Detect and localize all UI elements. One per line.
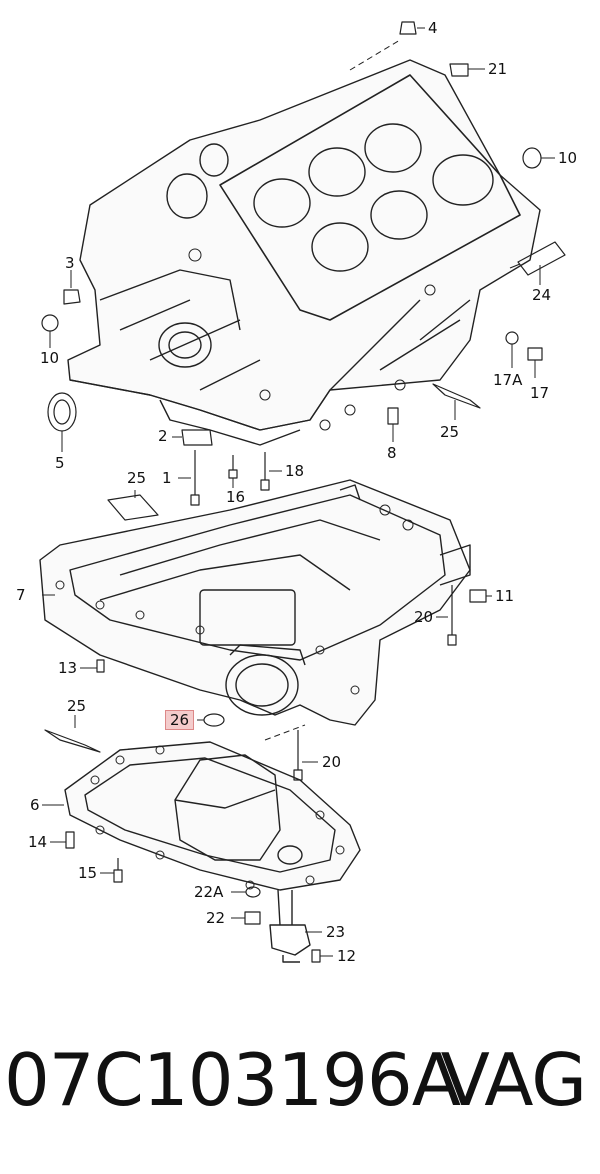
callout-22: 22 [206, 909, 226, 927]
callout-17: 17 [530, 384, 550, 402]
callout-13: 13 [58, 659, 78, 677]
callout-8: 8 [387, 444, 397, 462]
callout-5: 5 [55, 454, 65, 472]
engine-block [67, 59, 541, 446]
callout-10-left: 10 [40, 349, 60, 367]
callout-7: 7 [16, 586, 26, 604]
callout-20-lower: 20 [322, 753, 342, 771]
callout-15: 15 [78, 864, 98, 882]
callout-10: 10 [558, 149, 578, 167]
callout-3: 3 [65, 254, 75, 272]
callout-14: 14 [28, 833, 48, 851]
callout-6: 6 [30, 796, 40, 814]
callout-26-highlighted: 26 [165, 710, 195, 730]
callout-25-upper: 25 [440, 423, 460, 441]
callout-11: 11 [495, 587, 515, 605]
callout-16: 16 [226, 488, 246, 506]
part-number: 07C103196A [4, 1038, 461, 1122]
lower-oil-pan [64, 741, 361, 891]
leader-lines [42, 27, 555, 957]
callout-2: 2 [158, 427, 168, 445]
callout-25-middle: 25 [127, 469, 147, 487]
upper-oil-pan [39, 479, 471, 726]
callout-21: 21 [488, 60, 508, 78]
callout-23: 23 [326, 923, 346, 941]
exploded-parts-diagram [39, 21, 566, 963]
oil-level-sensor [269, 889, 311, 963]
callout-25-lower: 25 [67, 697, 87, 715]
callout-4: 4 [428, 19, 438, 37]
callout-1: 1 [162, 469, 172, 487]
callout-17a: 17A [493, 371, 523, 389]
small-parts [41, 21, 566, 963]
callout-12: 12 [337, 947, 357, 965]
callout-24: 24 [532, 286, 552, 304]
callout-22a: 22A [194, 883, 224, 901]
brand-name: VAG [440, 1038, 587, 1122]
callout-18: 18 [285, 462, 305, 480]
callout-20-upper: 20 [414, 608, 434, 626]
